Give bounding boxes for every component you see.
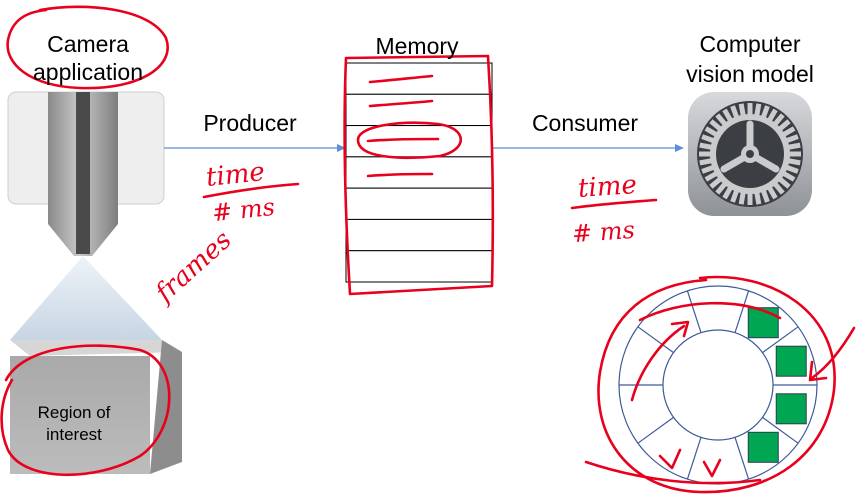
memory-title: Memory <box>375 33 459 59</box>
ring-divider <box>762 416 799 444</box>
ink-slot-mark-4 <box>366 172 434 178</box>
model-title-line2: vision model <box>686 61 814 87</box>
ink-ring-arrow-right <box>810 326 856 380</box>
region-label-line1: Region of <box>37 403 111 422</box>
memory-slot <box>345 62 493 95</box>
ring-filled-slot <box>775 345 807 377</box>
ink-ring-outer-loop <box>597 275 836 494</box>
ink-ring-arrow-top <box>630 324 686 402</box>
ink-circle-camera-label <box>6 5 169 90</box>
consumer-label: Consumer <box>531 110 639 136</box>
memory-stack <box>345 62 493 283</box>
ink-ring-loop-2 <box>638 301 782 322</box>
gear-icon <box>688 92 812 216</box>
ring-divider <box>734 437 750 480</box>
ink-annotations <box>0 5 856 494</box>
region-of-interest-box <box>10 340 182 474</box>
region-label-line2: interest <box>46 425 102 444</box>
ring-filled-slot <box>775 393 807 425</box>
ring-divider <box>734 290 750 333</box>
producer-label: Producer <box>203 110 297 136</box>
memory-slot <box>345 187 493 220</box>
consumer-note-time: time <box>577 169 638 205</box>
ink-slot-mark-3 <box>366 137 440 143</box>
ink-ring-arrowhead-left <box>658 448 682 470</box>
ink-consumer-underline <box>570 198 658 210</box>
ink-slot-circle <box>356 121 462 160</box>
memory-slot <box>345 250 493 283</box>
ink-ring-arrowhead-bottom <box>702 458 722 478</box>
camera-title-line1: Camera <box>47 31 129 57</box>
camera-view-cone <box>10 256 162 340</box>
camera-title-line2: application <box>33 59 143 85</box>
producer-arrow <box>164 144 346 152</box>
memory-slot <box>345 93 493 127</box>
ring-divider <box>686 290 702 333</box>
ring-filled-slot <box>747 307 779 339</box>
ink-memory-outline <box>343 54 495 296</box>
ink-ring-loop-3 <box>584 460 762 485</box>
ink-ring-arrowhead-top <box>670 320 690 338</box>
ring-divider <box>762 326 799 354</box>
model-title-line1: Computer <box>699 31 801 57</box>
memory-slot <box>345 218 493 252</box>
consumer-arrow <box>492 144 684 152</box>
consumer-note-ms: # ms <box>571 215 636 249</box>
ink-slot-mark-1 <box>368 74 434 84</box>
ink-producer-underline <box>202 182 300 199</box>
ink-ring-arrowhead-right <box>808 360 828 382</box>
memory-slot <box>345 156 493 189</box>
ring-divider <box>637 326 674 354</box>
ink-slot-mark-2 <box>368 99 434 108</box>
ring-divider <box>686 437 702 480</box>
ink-circle-region <box>0 344 171 477</box>
camera-device <box>7 91 165 256</box>
ring-divider <box>637 416 674 444</box>
producer-note-time: time <box>204 157 267 193</box>
ring-buffer <box>618 285 818 485</box>
ring-filled-slot <box>747 431 779 463</box>
